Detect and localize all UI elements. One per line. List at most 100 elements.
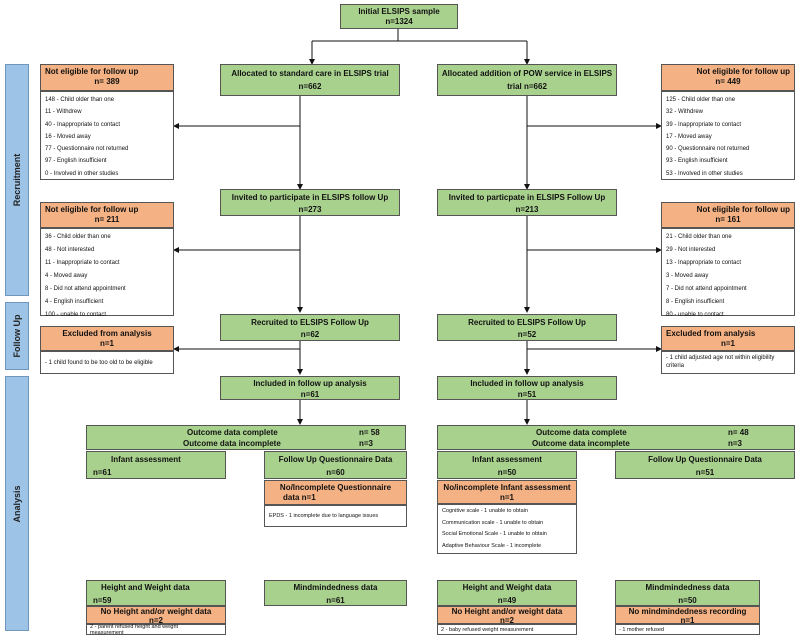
left-not-eligible-2-list: 36 - Child older than one 48 - Not inter… — [40, 228, 174, 316]
list-item: 36 - Child older than one — [45, 231, 173, 244]
right-infant-n: n=50 — [438, 468, 576, 478]
left-outcome-complete-n: n= 58 — [359, 428, 380, 438]
initial-sample-title: Initial ELSIPS sample — [341, 7, 457, 17]
right-infant-title: Infant assessment — [438, 455, 576, 465]
list-item: 40 - Inappropriate to contact — [45, 119, 173, 131]
right-no-height-detail: 2 - baby refused weight measurement — [441, 625, 573, 635]
right-excluded-detail-box: - 1 child adjusted age not within eligib… — [661, 351, 795, 374]
right-excluded-title: Excluded from analysis — [662, 327, 794, 339]
left-not-eligible-1-title: Not eligible for follow up — [41, 65, 173, 77]
section-recruitment: Recruitment — [5, 64, 29, 296]
list-item: Adaptive Behaviour Scale - 1 incomplete — [442, 541, 576, 553]
left-questionnaire-box: Follow Up Questionnaire Data n=60 — [264, 451, 407, 479]
right-recruited-box: Recruited to ELSIPS Follow Up n=52 — [437, 314, 617, 341]
list-item: 53 - Involved in other studies — [666, 168, 794, 180]
section-analysis-label: Analysis — [12, 485, 22, 522]
section-follow-up: Follow Up — [5, 302, 29, 370]
left-mind-box: Mindmindedness data n=61 — [264, 580, 407, 606]
right-outcome-complete-n: n= 48 — [728, 428, 749, 438]
left-outcome-box: Outcome data complete n= 58 Outcome data… — [86, 425, 406, 450]
right-no-infant-title: No/incomplete Infant assessment — [438, 483, 576, 493]
right-allocated-n: trial n=662 — [438, 82, 616, 92]
list-item: 11 - Withdrew — [45, 106, 173, 118]
left-allocated-title: Allocated to standard care in ELSIPS tri… — [221, 69, 399, 79]
list-item: 32 - Withdrew — [666, 106, 794, 118]
left-mind-n: n=61 — [265, 596, 406, 606]
left-included-n: n=61 — [221, 390, 399, 400]
list-item: 8 - English insufficient — [666, 296, 794, 309]
right-height-title: Height and Weight data — [438, 583, 576, 593]
right-allocated-box: Allocated addition of POW service in ELS… — [437, 64, 617, 96]
right-outcome-incomplete-n: n=3 — [728, 439, 742, 449]
left-no-height-detail-2: measurement — [90, 631, 222, 636]
left-allocated-n: n=662 — [221, 82, 399, 92]
initial-sample-box: Initial ELSIPS sample n=1324 — [340, 4, 458, 29]
list-item: 48 - Not interested — [45, 244, 173, 257]
right-recruited-n: n=52 — [438, 330, 616, 340]
right-no-mind-title: No mindmindedness recording — [616, 607, 759, 616]
left-invited-n: n=273 — [221, 205, 399, 215]
right-no-mind-detail-box: - 1 mother refused — [615, 624, 760, 635]
section-follow-up-label: Follow Up — [12, 315, 22, 358]
right-outcome-complete-label: Outcome data complete — [536, 428, 627, 438]
right-height-box: Height and Weight data n=49 — [437, 580, 577, 606]
right-no-height-detail-box: 2 - baby refused weight measurement — [437, 624, 577, 635]
right-allocated-title: Allocated addition of POW service in ELS… — [438, 69, 616, 79]
list-item: 13 - Inappropriate to contact — [666, 257, 794, 270]
right-excluded-header: Excluded from analysis n=1 — [661, 326, 795, 351]
left-included-box: Included in follow up analysis n=61 — [220, 376, 400, 400]
left-not-eligible-2-title: Not eligible for follow up — [41, 203, 173, 215]
left-not-eligible-1-header: Not eligible for follow up n= 389 — [40, 64, 174, 91]
right-mind-title: Mindmindedness data — [616, 583, 759, 593]
list-item: 4 - Moved away — [45, 270, 173, 283]
right-not-eligible-2-n: n= 161 — [662, 215, 794, 225]
left-no-height-detail-box: 2 - parent refused height and weight mea… — [86, 624, 226, 635]
left-no-questionnaire-title: No/Incomplete Questionnaire — [265, 483, 406, 493]
section-analysis: Analysis — [5, 376, 29, 631]
list-item: 16 - Moved away — [45, 131, 173, 143]
right-not-eligible-1-title: Not eligible for follow up — [662, 65, 794, 77]
left-excluded-detail-box: - 1 child found to be too old to be elig… — [40, 351, 174, 374]
left-no-questionnaire-n: data n=1 — [265, 493, 406, 503]
right-outcome-box: Outcome data complete n= 48 Outcome data… — [437, 425, 795, 450]
right-excluded-detail-2: criteria — [666, 362, 790, 370]
right-not-eligible-2-title: Not eligible for follow up — [662, 203, 794, 215]
left-infant-box: Infant assessment n=61 — [86, 451, 226, 479]
list-item: 17 - Moved away — [666, 131, 794, 143]
left-excluded-detail: - 1 child found to be too old to be elig… — [45, 359, 169, 367]
right-excluded-detail-1: - 1 child adjusted age not within eligib… — [666, 354, 790, 362]
right-invited-n: n=213 — [438, 205, 616, 215]
left-no-questionnaire-header: No/Incomplete Questionnaire data n=1 — [264, 480, 407, 505]
left-not-eligible-2-header: Not eligible for follow up n= 211 — [40, 202, 174, 228]
list-item: 80 - unable to contact — [666, 309, 794, 322]
right-questionnaire-box: Follow Up Questionnaire Data n=51 — [615, 451, 795, 479]
list-item: Communication scale - 1 unable to obtain — [442, 518, 576, 530]
left-recruited-box: Recruited to ELSIPS Follow Up n=62 — [220, 314, 400, 341]
right-included-box: Included in follow up analysis n=51 — [437, 376, 617, 400]
right-invited-box: Invited to particpate in ELSIPS Follow U… — [437, 189, 617, 216]
left-no-height-header: No Height and/or weight data n=2 — [86, 606, 226, 624]
list-item: 3 - Moved away — [666, 270, 794, 283]
right-mind-box: Mindmindedness data n=50 — [615, 580, 760, 606]
left-outcome-incomplete-n: n=3 — [359, 439, 373, 449]
left-no-height-title: No Height and/or weight data — [87, 607, 225, 616]
right-no-height-title: No Height and/or weight data — [438, 607, 576, 616]
left-included-title: Included in follow up analysis — [221, 379, 399, 389]
left-allocated-box: Allocated to standard care in ELSIPS tri… — [220, 64, 400, 96]
left-height-n: n=59 — [87, 596, 225, 606]
right-questionnaire-n: n=51 — [616, 468, 794, 478]
right-not-eligible-2-list: 21 - Child older than one 29 - Not inter… — [661, 228, 795, 316]
list-item: 0 - Involved in other studies — [45, 168, 173, 180]
list-item: Cognitive scale - 1 unable to obtain — [442, 506, 576, 518]
right-no-height-header: No Height and/or weight data n=2 — [437, 606, 577, 624]
list-item: Social Emotional Scale - 1 unable to obt… — [442, 529, 576, 541]
left-height-box: Height and Weight data n=59 — [86, 580, 226, 606]
left-no-questionnaire-detail: EPDS - 1 incomplete due to language issu… — [269, 512, 402, 520]
left-mind-title: Mindmindedness data — [265, 583, 406, 593]
right-no-mind-detail: - 1 mother refused — [619, 625, 756, 635]
list-item: 100 - unable to contact — [45, 309, 173, 322]
left-not-eligible-1-list: 148 - Child older than one 11 - Withdrew… — [40, 91, 174, 180]
left-recruited-n: n=62 — [221, 330, 399, 340]
left-excluded-header: Excluded from analysis n=1 — [40, 326, 174, 351]
